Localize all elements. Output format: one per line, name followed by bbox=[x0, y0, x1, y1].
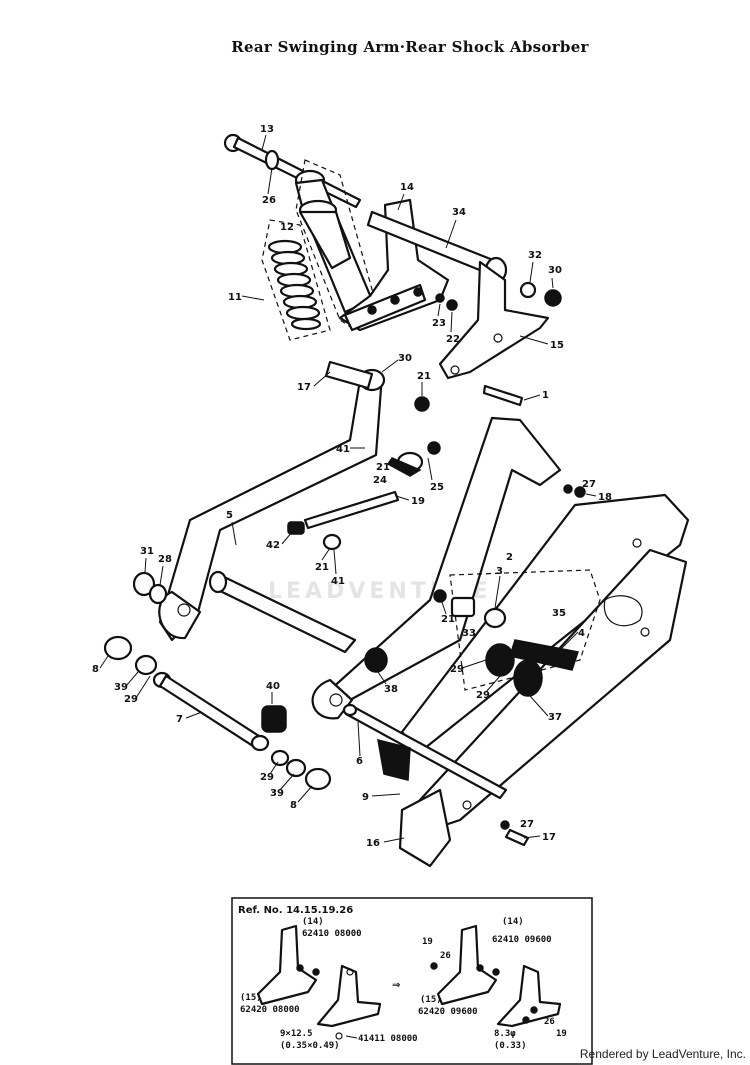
callout-21c: 21 bbox=[315, 562, 329, 573]
reference-inset: Ref. No. 14.15.19.26 (14) 62410 08000 (1… bbox=[231, 897, 593, 1065]
callout-40: 40 bbox=[266, 681, 280, 692]
inset-left-15-part: 62420 08000 bbox=[240, 1005, 300, 1015]
inset-right-14-part: 62410 09600 bbox=[492, 935, 552, 945]
callout-42: 42 bbox=[266, 540, 280, 551]
callout-31: 31 bbox=[140, 546, 154, 557]
nut-30-washer-32 bbox=[519, 281, 562, 307]
footrest-bracket-15 bbox=[438, 260, 550, 380]
callout-41b: 41 bbox=[331, 576, 345, 587]
page-title: Rear Swinging Arm·Rear Shock Absorber bbox=[231, 38, 589, 56]
callout-37: 37 bbox=[548, 712, 562, 723]
callout-7: 7 bbox=[176, 714, 183, 725]
callout-21b: 21 bbox=[376, 462, 390, 473]
inset-heading: Ref. No. 14.15.19.26 bbox=[238, 905, 353, 916]
callout-labels: 13 26 12 11 14 34 32 30 23 22 15 30 17 2… bbox=[92, 124, 612, 849]
inset-right-26b: 26 bbox=[544, 1017, 555, 1027]
inset-left-dim-2: (0.35×0.49) bbox=[280, 1041, 340, 1051]
swing-arm-5 bbox=[158, 373, 562, 720]
shock-absorber-body bbox=[294, 159, 376, 331]
chain-guard-36-dashed bbox=[449, 569, 601, 691]
callout-22: 22 bbox=[446, 334, 460, 345]
inset-left-14-label: (14) bbox=[302, 917, 324, 927]
callout-24: 24 bbox=[373, 475, 387, 486]
inset-right-19: 19 bbox=[422, 937, 433, 947]
inset-left-dim-1: 9×12.5 bbox=[280, 1029, 313, 1039]
inset-right-19b: 19 bbox=[556, 1029, 567, 1039]
inset-right-dim-1: 8.3φ bbox=[494, 1029, 516, 1039]
callout-3: 3 bbox=[496, 566, 503, 577]
callout-30: 30 bbox=[548, 265, 562, 276]
callout-34: 34 bbox=[452, 207, 466, 218]
callout-12: 12 bbox=[280, 222, 294, 233]
inset-right-15-part: 62420 09600 bbox=[418, 1007, 478, 1017]
shock-lower-mount-30 bbox=[324, 360, 386, 392]
bolts-17-27-18 bbox=[414, 384, 586, 847]
pivot-washers-8-39-29 bbox=[103, 635, 332, 791]
callout-4: 4 bbox=[578, 628, 585, 639]
callout-27b: 27 bbox=[520, 819, 534, 830]
callout-1: 1 bbox=[542, 390, 549, 401]
callout-35: 35 bbox=[552, 608, 566, 619]
callout-38: 38 bbox=[384, 684, 398, 695]
callout-27: 27 bbox=[582, 479, 596, 490]
callout-29d: 29 bbox=[260, 772, 274, 783]
callout-11: 11 bbox=[228, 292, 242, 303]
link-rod-19 bbox=[303, 451, 424, 530]
pivot-bolt-7 bbox=[152, 671, 270, 752]
shock-spring-12 bbox=[261, 219, 331, 341]
callout-30b: 30 bbox=[398, 353, 412, 364]
callout-29c: 29 bbox=[124, 694, 138, 705]
rear-axle-6 bbox=[342, 703, 508, 800]
callout-17: 17 bbox=[297, 382, 311, 393]
link-pins-21-41-42 bbox=[287, 441, 441, 551]
adjuster-parts-33-35-2-3 bbox=[433, 589, 507, 629]
callout-5: 5 bbox=[226, 510, 233, 521]
inset-right-14-label: (14) bbox=[502, 917, 524, 927]
inset-left-washer-part: 41411 08000 bbox=[358, 1034, 418, 1044]
callout-32: 32 bbox=[528, 250, 542, 261]
callout-13: 13 bbox=[260, 124, 274, 135]
inset-arrow: ⇒ bbox=[392, 980, 400, 991]
callout-25: 25 bbox=[430, 482, 444, 493]
small-fasteners-22-23 bbox=[435, 293, 458, 311]
callout-2: 2 bbox=[506, 552, 513, 563]
inset-right-dim-2: (0.33) bbox=[494, 1041, 527, 1051]
inset-right-15-label: (15) bbox=[420, 995, 442, 1005]
inset-left-15-label: (15) bbox=[240, 993, 262, 1003]
callout-29b: 29 bbox=[476, 690, 490, 701]
callout-21d: 21 bbox=[441, 614, 455, 625]
callout-8b: 8 bbox=[290, 800, 297, 811]
callout-41: 41 bbox=[336, 444, 350, 455]
callout-29a: 29 bbox=[450, 664, 464, 675]
callout-23: 23 bbox=[432, 318, 446, 329]
callout-18: 18 bbox=[598, 492, 612, 503]
chain-case-10 bbox=[398, 493, 690, 868]
footer-credit: Rendered by LeadVenture, Inc. bbox=[579, 1047, 746, 1061]
callout-33: 33 bbox=[462, 628, 476, 639]
callout-28: 28 bbox=[158, 554, 172, 565]
callout-26: 26 bbox=[262, 195, 276, 206]
callout-39b: 39 bbox=[270, 788, 284, 799]
callout-21: 21 bbox=[417, 371, 431, 382]
callout-16: 16 bbox=[366, 838, 380, 849]
pivot-washers-31-28 bbox=[132, 571, 168, 605]
callout-39: 39 bbox=[114, 682, 128, 693]
bushing-40 bbox=[261, 705, 287, 733]
callout-14: 14 bbox=[400, 182, 414, 193]
callout-9: 9 bbox=[362, 792, 369, 803]
inset-right-26: 26 bbox=[440, 951, 451, 961]
callout-19: 19 bbox=[411, 496, 425, 507]
shock-bolt-13 bbox=[223, 133, 362, 209]
callout-15: 15 bbox=[550, 340, 564, 351]
inset-left-14-part: 62410 08000 bbox=[302, 929, 362, 939]
callout-8: 8 bbox=[92, 664, 99, 675]
callout-6: 6 bbox=[356, 756, 363, 767]
callout-17b: 17 bbox=[542, 832, 556, 843]
